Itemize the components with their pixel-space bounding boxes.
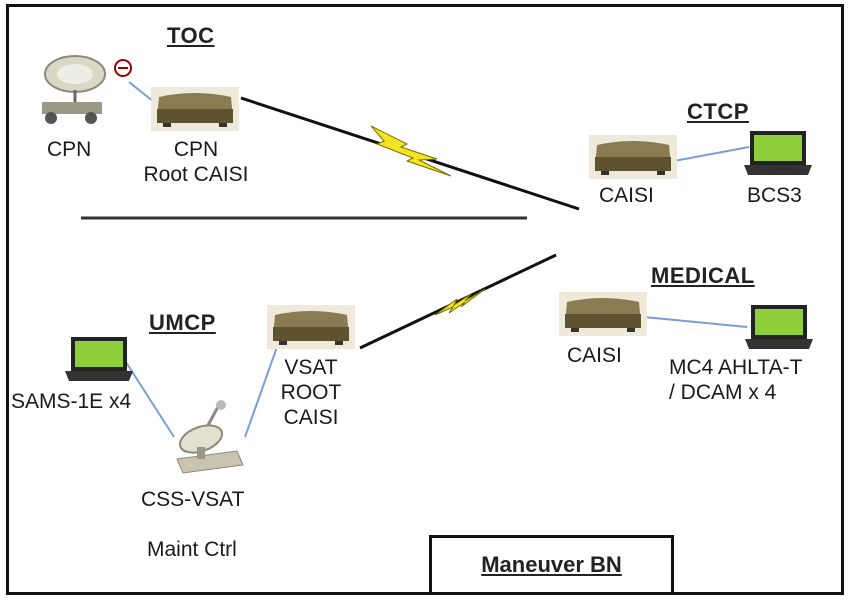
- vsat-label-line2: ROOT: [280, 381, 342, 404]
- section-title-ctcp: CTCP: [687, 99, 749, 124]
- cpn-link: [128, 81, 155, 103]
- diagram-frame: TOC CTCP MEDICAL UMCP CPN CPN Root CAISI…: [6, 4, 844, 595]
- css-vsat-label: CSS-VSAT: [141, 488, 245, 511]
- laptop-icon: [744, 131, 812, 175]
- section-title-toc: TOC: [167, 23, 215, 48]
- maint-ctrl-label: Maint Ctrl: [147, 538, 237, 561]
- cpn-root-label-line1: CPN: [173, 138, 219, 161]
- vsat-css-link: [244, 346, 278, 438]
- satellite-dish-icon: [42, 55, 132, 124]
- vsat-label-line1: VSAT: [284, 356, 338, 379]
- sams-label: SAMS-1E x4: [11, 390, 132, 413]
- radio-box-icon: [559, 292, 647, 336]
- ctcp-caisi-label: CAISI: [599, 184, 654, 207]
- satellite-dish-icon: [176, 400, 244, 474]
- radio-box-icon: [151, 87, 239, 131]
- cpn-label: CPN: [47, 138, 92, 161]
- mc4-label-line2: / DCAM x 4: [669, 381, 777, 404]
- cpn-root-label-line2: Root CAISI: [143, 163, 249, 186]
- lightning-bolt-icon: [434, 288, 486, 316]
- radio-box-icon: [267, 305, 355, 349]
- links-layer: [81, 81, 750, 438]
- radio-box-icon: [589, 135, 677, 179]
- cpn-root-label: CPN Root CAISI: [121, 137, 271, 187]
- laptop-icon: [65, 337, 133, 381]
- vsat-ctcp-link: [359, 253, 557, 350]
- ctcp-caisi-bcs3-link: [673, 146, 750, 162]
- laptop-icon: [745, 305, 813, 349]
- section-title-umcp: UMCP: [149, 310, 216, 335]
- unit-box: Maneuver BN: [429, 535, 674, 592]
- unit-label: Maneuver BN: [481, 552, 622, 577]
- section-title-medical: MEDICAL: [651, 263, 755, 288]
- bcs3-label: BCS3: [747, 184, 802, 207]
- medical-caisi-mc4-link: [643, 316, 748, 328]
- vsat-root-label: VSAT ROOT CAISI: [267, 355, 355, 430]
- mc4-label-line1: MC4 AHLTA-T: [669, 356, 803, 379]
- vsat-label-line3: CAISI: [283, 406, 339, 429]
- medical-caisi-label: CAISI: [567, 344, 622, 367]
- lightning-bolt-icon: [370, 125, 452, 177]
- mc4-label: MC4 AHLTA-T / DCAM x 4: [669, 355, 802, 405]
